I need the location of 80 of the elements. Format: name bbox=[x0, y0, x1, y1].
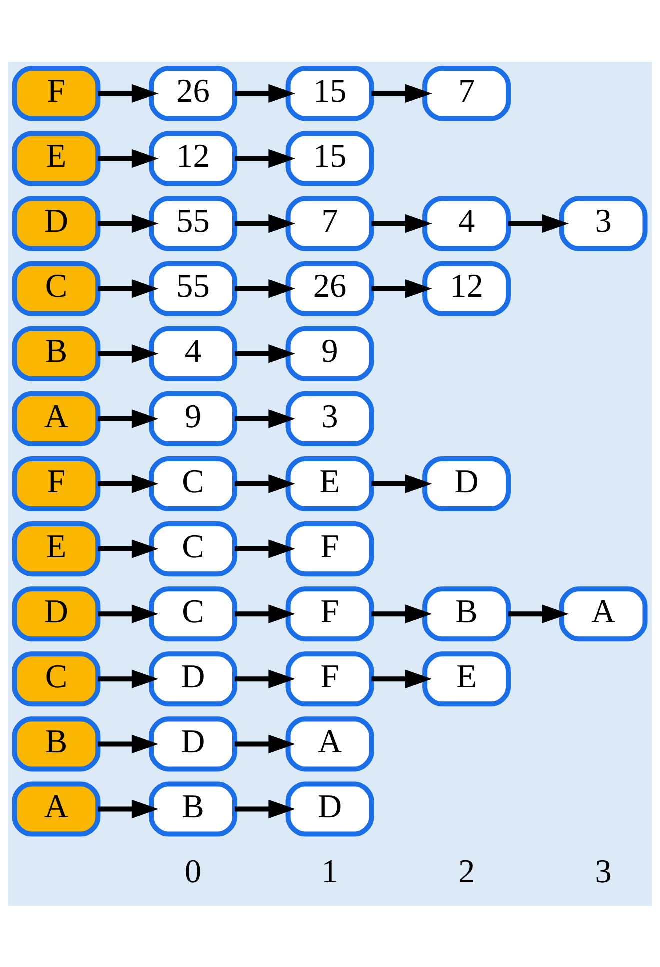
arrow bbox=[234, 604, 296, 623]
node-box: 4 bbox=[422, 196, 511, 251]
node-box: D bbox=[149, 651, 238, 706]
node-box: A bbox=[12, 781, 101, 836]
node-box: A bbox=[559, 586, 648, 642]
node-box: A bbox=[286, 716, 374, 772]
node-box: D bbox=[12, 196, 101, 251]
node-box: 15 bbox=[286, 130, 374, 186]
arrow bbox=[98, 734, 159, 754]
arrow bbox=[234, 669, 296, 688]
node-box: B bbox=[149, 781, 238, 836]
node-box: F bbox=[286, 651, 374, 706]
arrow bbox=[98, 474, 159, 493]
node-box: 9 bbox=[149, 390, 238, 446]
node-box: 15 bbox=[286, 66, 374, 121]
node-box: 9 bbox=[286, 326, 374, 381]
arrow bbox=[234, 214, 296, 233]
arrow bbox=[98, 344, 159, 363]
node-box: 12 bbox=[422, 260, 511, 316]
node-box: D bbox=[12, 586, 101, 642]
node-box: E bbox=[422, 651, 511, 706]
node-box: 3 bbox=[286, 390, 374, 446]
node-box: E bbox=[12, 521, 101, 576]
arrow bbox=[98, 604, 159, 623]
arrow bbox=[508, 604, 569, 623]
arrow bbox=[234, 799, 296, 818]
arrow bbox=[98, 278, 159, 298]
node-box: C bbox=[149, 456, 238, 512]
node-box: 7 bbox=[422, 66, 511, 121]
node-box: B bbox=[12, 326, 101, 381]
arrow bbox=[234, 409, 296, 428]
arrow bbox=[372, 474, 432, 493]
arrow bbox=[98, 539, 159, 558]
node-box: 3 bbox=[559, 196, 648, 251]
label: 2 bbox=[458, 853, 476, 890]
arrow bbox=[234, 474, 296, 493]
arrow bbox=[98, 214, 159, 233]
arrow bbox=[98, 148, 159, 168]
label: 3 bbox=[595, 853, 612, 890]
node-box: F bbox=[12, 456, 101, 512]
node-box: 55 bbox=[149, 196, 238, 251]
node-box: E bbox=[286, 456, 374, 512]
node-box: 7 bbox=[286, 196, 374, 251]
arrow bbox=[234, 278, 296, 298]
arrow bbox=[98, 84, 159, 103]
node-box: F bbox=[286, 521, 374, 576]
node-box: C bbox=[12, 260, 101, 316]
node-box: D bbox=[149, 716, 238, 772]
node-box: C bbox=[12, 651, 101, 706]
arrow bbox=[372, 214, 432, 233]
label: 0 bbox=[184, 853, 202, 890]
arrow bbox=[372, 604, 432, 623]
arrow bbox=[234, 84, 296, 103]
node-box: 12 bbox=[149, 130, 238, 186]
node-box: 26 bbox=[149, 66, 238, 121]
node-box: 4 bbox=[149, 326, 238, 381]
arrow bbox=[234, 539, 296, 558]
node-box: E bbox=[12, 130, 101, 186]
node-box: A bbox=[12, 390, 101, 446]
arrow bbox=[98, 409, 159, 428]
node-box: F bbox=[12, 66, 101, 121]
label: 1 bbox=[322, 853, 338, 890]
node-box: C bbox=[149, 521, 238, 576]
arrow bbox=[98, 669, 159, 688]
node-box: 26 bbox=[286, 260, 374, 316]
node-box: F bbox=[286, 586, 374, 642]
node-box: D bbox=[286, 781, 374, 836]
arrow bbox=[372, 669, 432, 688]
arrow bbox=[508, 214, 569, 233]
arrow bbox=[234, 344, 296, 363]
arrow bbox=[372, 84, 432, 103]
node-box: B bbox=[422, 586, 511, 642]
arrow bbox=[372, 278, 432, 298]
node-box: C bbox=[149, 586, 238, 642]
arrow bbox=[234, 148, 296, 168]
node-box: 55 bbox=[149, 260, 238, 316]
arrow bbox=[234, 734, 296, 754]
arrow bbox=[98, 799, 159, 818]
node-box: B bbox=[12, 716, 101, 772]
node-box: D bbox=[422, 456, 511, 512]
